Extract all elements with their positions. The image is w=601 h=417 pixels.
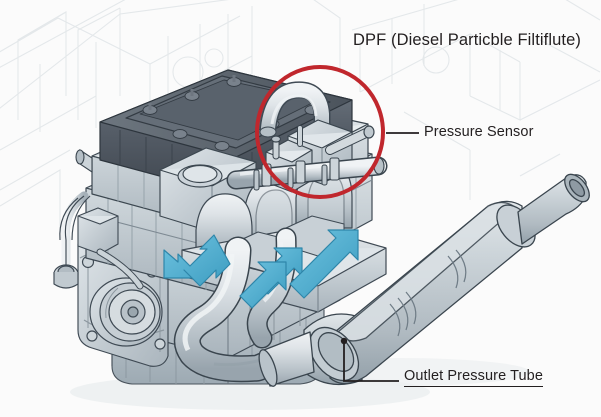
flow-arrow-up-right-1b <box>239 261 287 309</box>
outlet-pressure-tube-leader <box>343 341 399 382</box>
flow-arrow-up-right-2 <box>289 229 359 299</box>
dpf-title-label: DPF (Diesel Particble Filtiflute) <box>353 31 581 49</box>
head-side-stub <box>75 148 93 174</box>
left-bracket <box>77 207 119 255</box>
crankshaft-pulley <box>89 277 163 347</box>
pressure-sensor-label: Pressure Sensor <box>424 124 534 140</box>
sensor-connector <box>325 125 375 155</box>
left-inlet-flange <box>53 264 79 289</box>
flow-arrow-down-left <box>163 234 231 287</box>
exhaust-flow-arrows <box>163 229 359 309</box>
dpf-canister <box>258 173 590 387</box>
exhaust-downpipe <box>173 236 324 383</box>
pressure-sensor-highlight-circle <box>255 65 385 199</box>
left-accessory-hoses <box>59 191 91 273</box>
egr-crossover-pipe <box>259 81 331 151</box>
outlet-pressure-tube-leader-dot <box>340 337 348 345</box>
left-small-pipe <box>96 248 144 290</box>
outlet-pressure-tube-label: Outlet Pressure Tube <box>404 368 544 387</box>
